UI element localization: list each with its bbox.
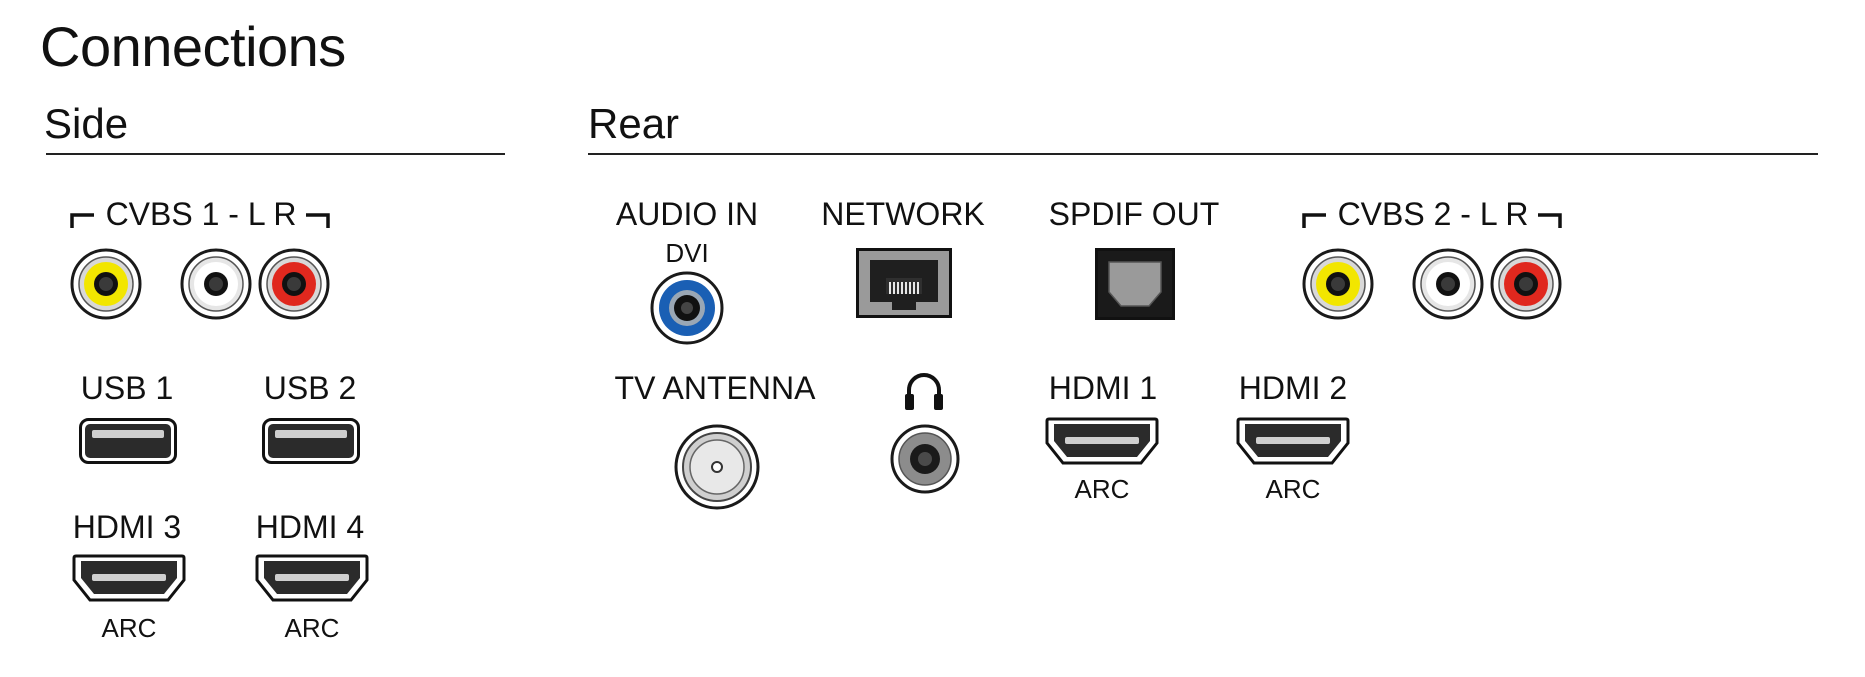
usb-port-icon (79, 418, 177, 464)
hdmi4-port[interactable] (255, 554, 369, 602)
page-title: Connections (40, 15, 346, 78)
headphone-jack[interactable] (890, 424, 960, 494)
rear-divider (588, 153, 1818, 155)
side-divider (46, 153, 505, 155)
hdmi3-arc-label: ARC (101, 613, 157, 643)
cvbs2-bracket (1302, 206, 1564, 232)
hdmi4-arc-label: ARC (284, 613, 340, 643)
hdmi1-arc-label: ARC (1074, 474, 1130, 504)
cvbs2-label: CVBS 2 - L R (1337, 196, 1529, 232)
rca-jack-icon (70, 248, 142, 320)
cvbs1-label: CVBS 1 - L R (105, 196, 297, 232)
cvbs1-video-jack[interactable] (70, 248, 142, 320)
audio-in-dvi-jack[interactable] (650, 271, 724, 345)
rca-jack-icon (1412, 248, 1484, 320)
cvbs2-video-jack[interactable] (1302, 248, 1374, 320)
hdmi3-port[interactable] (72, 554, 186, 602)
rca-jack-icon (1302, 248, 1374, 320)
rca-jack-icon (180, 248, 252, 320)
usb1-port[interactable] (79, 418, 177, 464)
network-port[interactable] (856, 248, 952, 318)
usb2-port[interactable] (262, 418, 360, 464)
hdmi3-label: HDMI 3 (72, 509, 182, 545)
hdmi2-label: HDMI 2 (1238, 370, 1348, 406)
rca-jack-icon (258, 248, 330, 320)
audio-minijack-icon (650, 271, 724, 345)
tv-antenna-port[interactable] (674, 424, 760, 510)
tv-antenna-label: TV ANTENNA (614, 370, 816, 406)
cvbs2-audio-right-jack[interactable] (1490, 248, 1562, 320)
usb1-label: USB 1 (80, 370, 174, 406)
hdmi2-arc-label: ARC (1265, 474, 1321, 504)
hdmi-port-icon (255, 554, 369, 602)
hdmi1-label: HDMI 1 (1048, 370, 1158, 406)
cvbs1-audio-left-jack[interactable] (180, 248, 252, 320)
coax-antenna-port-icon (674, 424, 760, 510)
audio-in-dvi-label: DVI (665, 238, 709, 268)
section-title-rear: Rear (588, 100, 680, 147)
rca-jack-icon (1490, 248, 1562, 320)
network-label: NETWORK (821, 196, 985, 232)
spdif-out-port[interactable] (1095, 248, 1175, 320)
cvbs1-audio-right-jack[interactable] (258, 248, 330, 320)
spdif-out-label: SPDIF OUT (1048, 196, 1220, 232)
headphone-icon (903, 370, 945, 412)
ethernet-port-icon (856, 248, 952, 318)
audio-minijack-icon (890, 424, 960, 494)
optical-port-icon (1095, 248, 1175, 320)
hdmi-port-icon (72, 554, 186, 602)
audio-in-label: AUDIO IN (615, 196, 759, 232)
hdmi-port-icon (1045, 417, 1159, 465)
usb-port-icon (262, 418, 360, 464)
usb2-label: USB 2 (263, 370, 357, 406)
hdmi-port-icon (1236, 417, 1350, 465)
cvbs2-audio-left-jack[interactable] (1412, 248, 1484, 320)
hdmi2-port[interactable] (1236, 417, 1350, 465)
hdmi1-port[interactable] (1045, 417, 1159, 465)
hdmi4-label: HDMI 4 (255, 509, 365, 545)
cvbs1-bracket (70, 206, 332, 232)
section-title-side: Side (44, 100, 129, 147)
